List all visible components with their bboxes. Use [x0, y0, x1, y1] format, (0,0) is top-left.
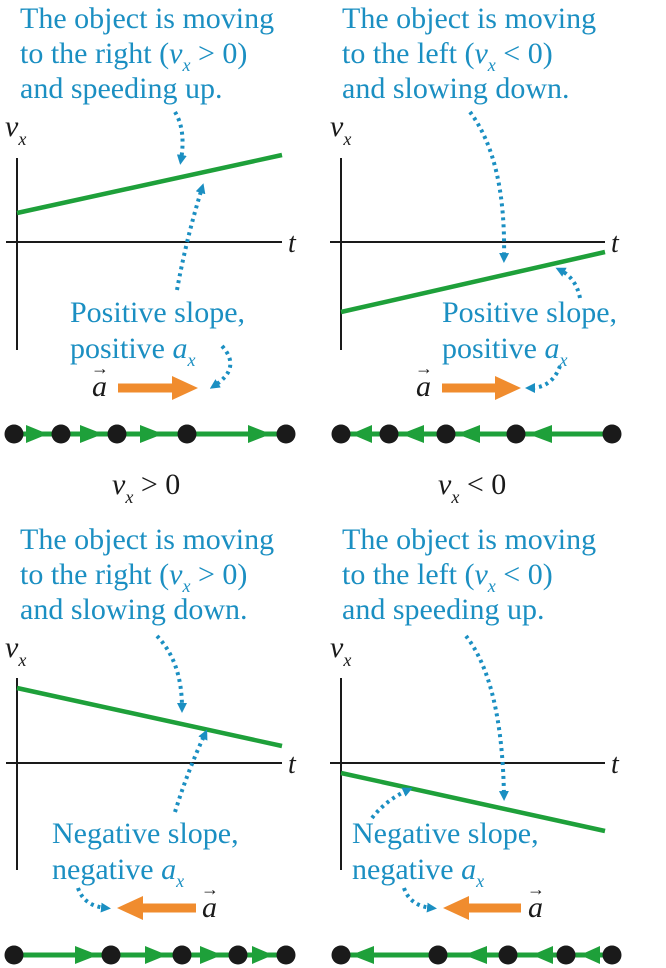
caption-line-1: The object is moving [342, 523, 596, 556]
t-axis-label: t [611, 749, 620, 780]
slope-pointer-arrow [370, 787, 413, 820]
accel-vector-label: a [202, 891, 217, 924]
velocity-graph-line [16, 152, 283, 216]
panel-left-slowing-down: The object is moving to the left (vx < 0… [330, 2, 622, 507]
slope-label-line-1: Negative slope, [52, 817, 239, 850]
caption-line-3: and speeding up. [342, 593, 544, 626]
vector-arrow-icon: → [415, 358, 433, 378]
acceleration-arrow-right [118, 376, 198, 400]
caption-line-1: The object is moving [342, 2, 596, 35]
slope-pointer-arrow [175, 183, 206, 291]
vx-axis-label: vx [5, 110, 26, 149]
acceleration-arrow-right [442, 376, 521, 400]
slope-label-line-1: Positive slope, [70, 296, 245, 329]
velocity-sign-label: vx < 0 [438, 468, 506, 507]
slope-label-line-2: positive ax [70, 332, 196, 370]
acceleration-arrow-left [443, 896, 521, 920]
slope-pointer-arrow [555, 267, 582, 299]
caption-line-2: to the left (vx < 0) [342, 558, 553, 596]
caption-pointer-arrow [173, 110, 187, 165]
velocity-graph-line [16, 685, 283, 749]
caption-line-3: and slowing down. [20, 593, 248, 626]
caption-line-3: and speeding up. [20, 72, 222, 105]
motion-diagram-row [4, 945, 296, 965]
slope-label-line-2: negative ax [352, 853, 484, 891]
slope-pointer-arrow [173, 729, 208, 813]
accel-vector-label: a [92, 370, 107, 403]
vx-axis-label: vx [5, 631, 26, 670]
caption-pointer-arrow [468, 110, 510, 263]
motion-diagram-row [4, 424, 296, 444]
caption-line-3: and slowing down. [342, 72, 570, 105]
accel-pointer-arrow [209, 344, 233, 389]
motion-diagram-row [331, 424, 622, 444]
caption-pointer-arrow [464, 634, 509, 801]
t-axis-label: t [288, 228, 297, 259]
slope-label-line-2: negative ax [52, 853, 184, 891]
accel-vector-label: a [528, 891, 543, 924]
vx-axis-label: vx [330, 631, 351, 670]
acceleration-arrow-left [117, 896, 196, 920]
panel-right-slowing-down: The object is moving to the right (vx > … [4, 523, 297, 965]
accel-vector-label: a [416, 370, 431, 403]
velocity-graph-line [340, 249, 606, 315]
t-axis-label: t [611, 228, 620, 259]
accel-pointer-arrow [525, 365, 562, 393]
slope-label-line-1: Negative slope, [352, 817, 539, 850]
panel-right-speeding-up: The object is moving to the right (vx > … [4, 2, 297, 507]
vector-arrow-icon: → [91, 358, 109, 378]
caption-line-1: The object is moving [20, 523, 274, 556]
caption-line-2: to the left (vx < 0) [342, 37, 553, 75]
vector-arrow-icon: → [527, 879, 545, 899]
velocity-graph-line [340, 770, 606, 834]
caption-line-2: to the right (vx > 0) [20, 37, 247, 75]
panel-left-speeding-up: The object is moving to the left (vx < 0… [330, 523, 622, 965]
vector-arrow-icon: → [201, 879, 219, 899]
velocity-sign-label: vx > 0 [112, 468, 180, 507]
slope-label-line-1: Positive slope, [442, 296, 617, 329]
accel-pointer-arrow [402, 887, 437, 913]
motion-diagram-row [331, 945, 622, 965]
vx-axis-label: vx [330, 110, 351, 149]
caption-pointer-arrow [155, 634, 187, 713]
accel-pointer-arrow [76, 887, 111, 913]
slope-label-line-2: positive ax [442, 332, 568, 370]
caption-line-2: to the right (vx > 0) [20, 558, 247, 596]
caption-line-1: The object is moving [20, 2, 274, 35]
t-axis-label: t [288, 749, 297, 780]
